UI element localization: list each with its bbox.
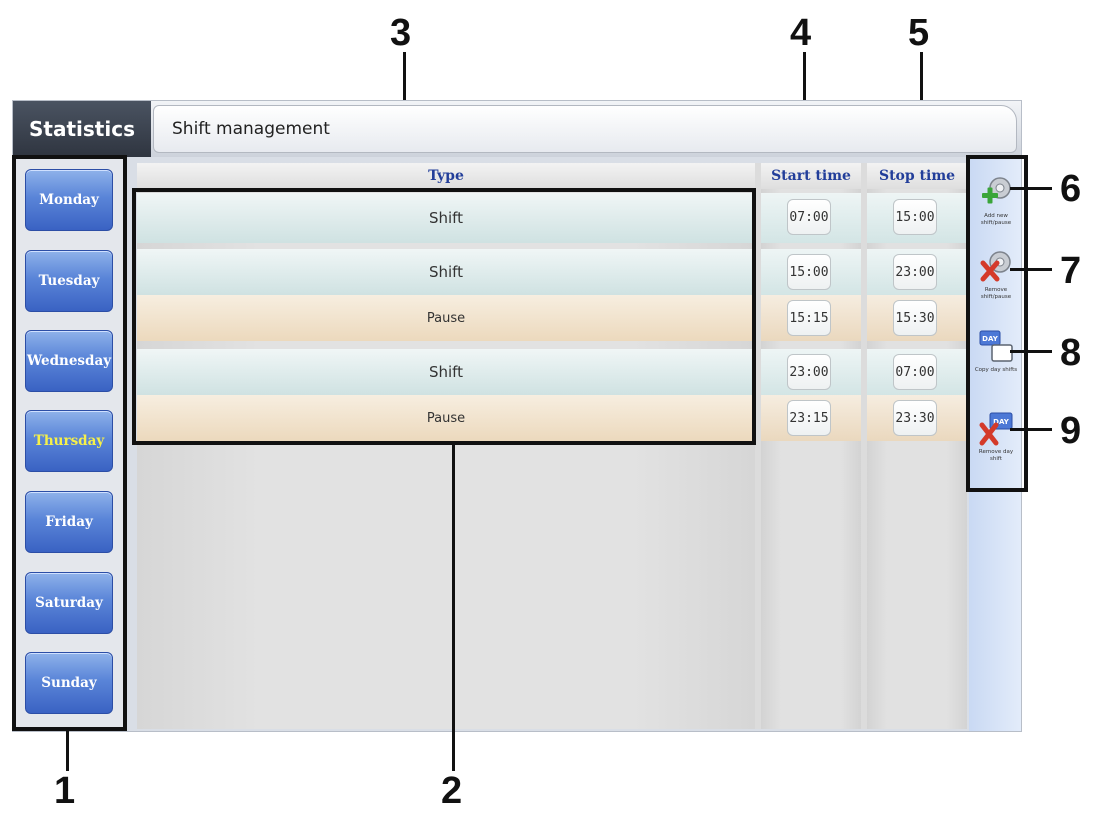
callout-3: 3	[390, 12, 412, 54]
callout-7-line	[1010, 268, 1052, 271]
day-selector: Monday Tuesday Wednesday Thursday Friday…	[13, 157, 123, 731]
add-shift-label: Add new shift/pause	[980, 213, 1012, 226]
callout-1-line	[66, 731, 69, 771]
day-button-saturday[interactable]: Saturday	[25, 572, 113, 634]
copy-day-shifts-button[interactable]: DAY Copy day shifts	[973, 327, 1019, 397]
action-sidebar: Add new shift/pause Remove shift/pause D…	[969, 157, 1021, 731]
callout-9-line	[1010, 428, 1052, 431]
day-selector-frame	[12, 155, 127, 731]
callout-6-line	[1010, 187, 1052, 190]
start-time-column	[761, 163, 861, 729]
start-time-field[interactable]: 15:00	[787, 254, 831, 290]
add-shift-button[interactable]: Add new shift/pause	[973, 173, 1019, 243]
copy-day-shifts-label: Copy day shifts	[974, 367, 1018, 373]
row-type: Shift	[137, 193, 755, 243]
shift-table: Type Start time Stop time Shift 07:00 15…	[137, 163, 967, 729]
remove-day-shift-button[interactable]: DAY Remove day shift	[973, 409, 1019, 479]
day-button-thursday[interactable]: Thursday	[25, 410, 113, 472]
remove-day-icon: DAY	[979, 412, 1013, 446]
stop-time-field[interactable]: 15:30	[893, 300, 937, 336]
stop-time-field[interactable]: 15:00	[893, 199, 937, 235]
title-bar: Statistics Shift management	[13, 101, 1021, 157]
day-button-tuesday[interactable]: Tuesday	[25, 250, 113, 312]
start-time-field[interactable]: 15:15	[787, 300, 831, 336]
type-column-header: Type	[137, 163, 755, 189]
day-button-monday[interactable]: Monday	[25, 169, 113, 231]
day-button-friday[interactable]: Friday	[25, 491, 113, 553]
start-time-field[interactable]: 23:00	[787, 354, 831, 390]
callout-5: 5	[908, 12, 930, 54]
start-time-field[interactable]: 07:00	[787, 199, 831, 235]
page-title: Shift management	[153, 105, 1017, 153]
statistics-tab[interactable]: Statistics	[13, 101, 151, 157]
stop-time-field[interactable]: 23:00	[893, 254, 937, 290]
stop-time-column	[867, 163, 967, 729]
stop-time-field[interactable]: 07:00	[893, 354, 937, 390]
row-type: Shift	[137, 349, 755, 395]
day-button-wednesday[interactable]: Wednesday	[25, 330, 113, 392]
sidebar-buttons-frame	[966, 155, 1028, 492]
row-type: Pause	[137, 295, 755, 341]
copy-day-icon: DAY	[979, 330, 1013, 362]
remove-day-shift-label: Remove day shift	[978, 449, 1014, 462]
callout-2: 2	[441, 770, 463, 812]
start-time-field[interactable]: 23:15	[787, 400, 831, 436]
table-row[interactable]: Pause 15:15 15:30	[137, 295, 967, 341]
stop-time-field[interactable]: 23:30	[893, 400, 937, 436]
callout-1: 1	[54, 770, 76, 812]
svg-text:DAY: DAY	[982, 335, 999, 343]
table-row[interactable]: Pause 23:15 23:30	[137, 395, 967, 441]
add-shift-icon	[982, 177, 1011, 204]
callout-7: 7	[1060, 250, 1082, 292]
table-row[interactable]: Shift 07:00 15:00	[137, 193, 967, 243]
callout-8-line	[1010, 350, 1052, 353]
svg-text:DAY: DAY	[993, 418, 1010, 426]
table-row[interactable]: Shift 15:00 23:00	[137, 249, 967, 295]
callout-2-line	[452, 445, 455, 771]
remove-shift-button[interactable]: Remove shift/pause	[973, 247, 1019, 317]
row-type: Pause	[137, 395, 755, 441]
shift-rows-frame	[132, 188, 756, 445]
start-time-column-header: Start time	[761, 163, 861, 189]
table-row[interactable]: Shift 23:00 07:00	[137, 349, 967, 395]
stop-time-column-header: Stop time	[867, 163, 967, 189]
callout-4: 4	[790, 12, 812, 54]
remove-shift-icon	[980, 251, 1011, 282]
shift-management-window: Statistics Shift management Monday Tuesd…	[12, 100, 1022, 732]
row-type: Shift	[137, 249, 755, 295]
callout-9: 9	[1060, 410, 1082, 452]
callout-8: 8	[1060, 332, 1082, 374]
remove-shift-label: Remove shift/pause	[980, 287, 1012, 300]
day-button-sunday[interactable]: Sunday	[25, 652, 113, 714]
callout-6: 6	[1060, 168, 1082, 210]
